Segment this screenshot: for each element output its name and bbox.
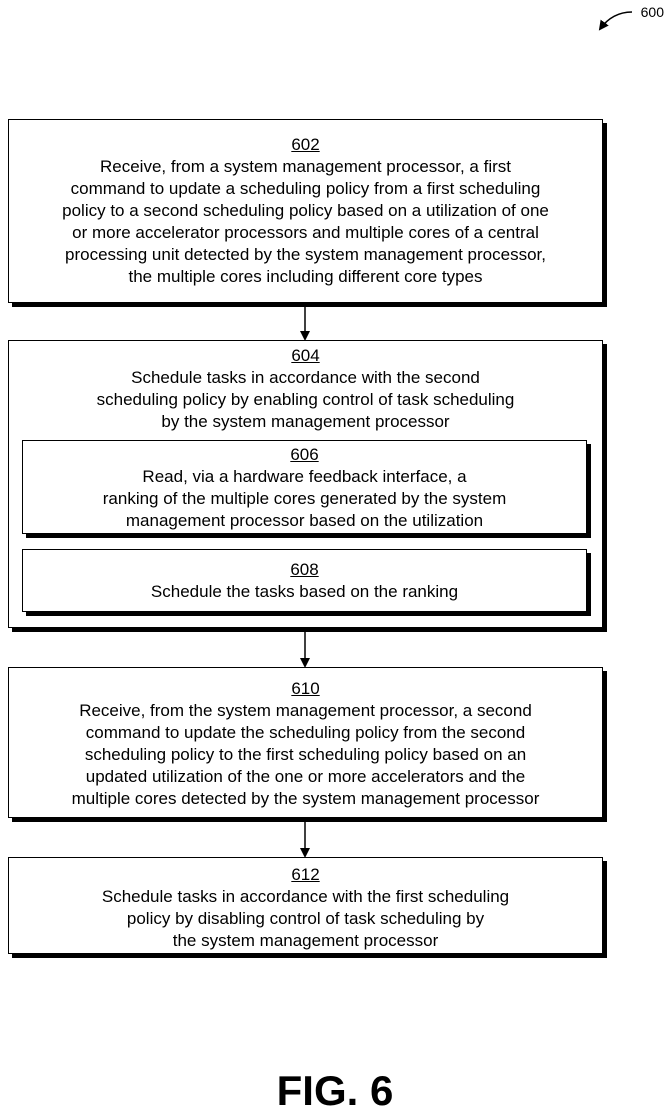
step-606-number: 606 (290, 445, 319, 464)
step-610-line: updated utilization of the one or more a… (85, 767, 526, 786)
step-606-line: ranking of the multiple cores generated … (102, 489, 507, 508)
step-602-line: command to update a scheduling policy fr… (70, 179, 541, 198)
step-604-line: by the system management processor (161, 412, 450, 431)
step-610-box: 610 Receive, from the system management … (8, 667, 603, 818)
step-606-line: Read, via a hardware feedback interface,… (142, 467, 467, 486)
step-612-line: policy by disabling control of task sche… (126, 909, 485, 928)
step-608-box: 608 Schedule the tasks based on the rank… (22, 549, 587, 612)
step-612-box: 612 Schedule tasks in accordance with th… (8, 857, 603, 954)
step-610-line: multiple cores detected by the system ma… (71, 789, 540, 808)
figure-caption: FIG. 6 (276, 1067, 394, 1114)
figure-ref-label: 600 (640, 4, 664, 20)
step-602-box: 602 Receive, from a system management pr… (8, 119, 603, 303)
step-606-line: management processor based on the utiliz… (125, 511, 484, 530)
step-602-line: policy to a second scheduling policy bas… (62, 201, 549, 220)
step-602-line: the multiple cores including different c… (128, 267, 483, 286)
step-602-line: or more accelerator processors and multi… (72, 223, 539, 242)
step-604-line: Schedule tasks in accordance with the se… (131, 368, 480, 387)
step-610-line: scheduling policy to the first schedulin… (84, 745, 527, 764)
step-608-line: Schedule the tasks based on the ranking (150, 582, 459, 601)
step-602-line: processing unit detected by the system m… (65, 245, 546, 264)
step-612-line: Schedule tasks in accordance with the fi… (101, 887, 510, 906)
step-604-line: scheduling policy by enabling control of… (96, 390, 515, 409)
step-606-box: 606 Read, via a hardware feedback interf… (22, 440, 587, 534)
step-612-line: the system management processor (172, 931, 439, 950)
figure-ref-arrow (598, 11, 633, 31)
step-610-number: 610 (291, 679, 320, 698)
step-608-number: 608 (290, 560, 319, 579)
step-612-number: 612 (291, 865, 320, 884)
step-610-line: command to update the scheduling policy … (85, 723, 526, 742)
step-602-line: Receive, from a system management proces… (100, 157, 511, 176)
step-610-line: Receive, from the system management proc… (79, 701, 532, 720)
step-602-number: 602 (291, 135, 320, 154)
step-604-number: 604 (291, 346, 320, 365)
